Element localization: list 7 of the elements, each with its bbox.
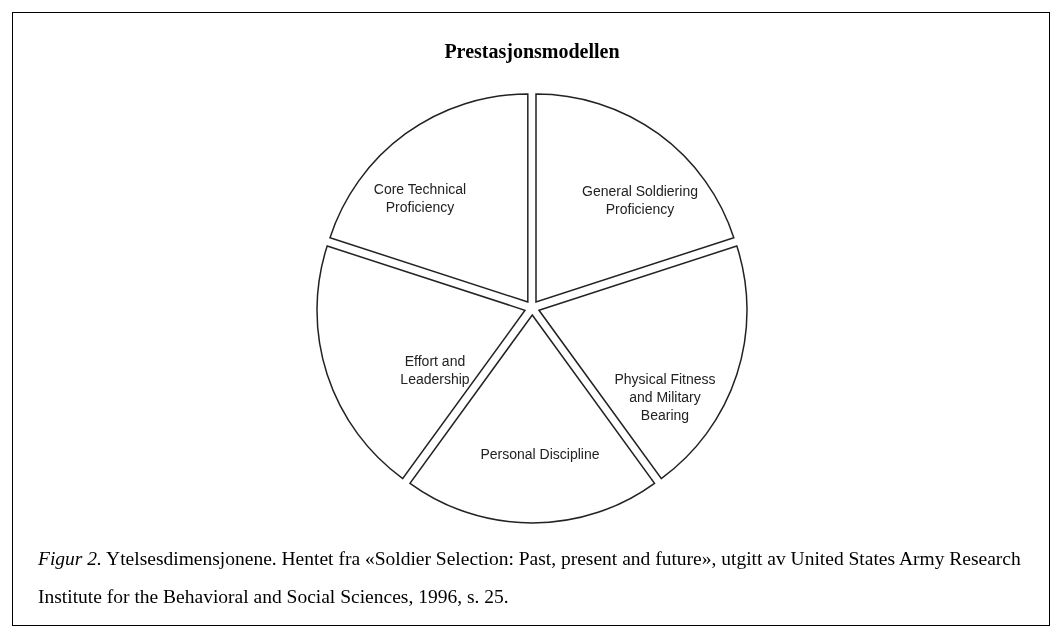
slice-label: Physical Fitness and Military Bearing: [613, 370, 717, 425]
figure-caption: Figur 2. Ytelsesdimensjonene. Hentet fra «Soldier Selection: Past, present and future», utgitt av United States Army Research Institute for the Behavioral and Social Sciences, 1996, s. 25.: [38, 547, 1022, 609]
figure-title: Prestasjonsmodellen: [443, 40, 621, 63]
slice-label: Personal Discipline: [480, 445, 600, 464]
slice-label: Core Technical Proficiency: [372, 180, 468, 217]
slice-label: Effort and Leadership: [399, 352, 471, 389]
slice-label: General Soldiering Proficiency: [581, 182, 699, 219]
